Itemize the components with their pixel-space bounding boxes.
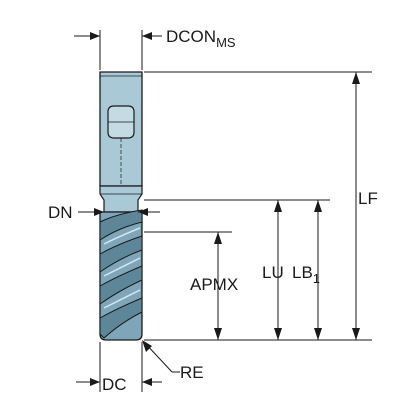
dn-dimension	[78, 208, 160, 216]
dcon-dimension	[74, 30, 162, 70]
re-leader	[142, 340, 180, 373]
label-lb1: LB1	[292, 263, 320, 286]
dc-dimension	[76, 342, 162, 392]
lf-dimension	[144, 71, 372, 341]
label-dcon: DCONMS	[166, 27, 236, 50]
label-lf: LF	[358, 189, 378, 208]
apmx-dimension	[144, 231, 232, 340]
label-apmx: APMX	[190, 275, 238, 294]
helical-flute-pattern	[99, 209, 143, 339]
tool-neck	[99, 185, 143, 213]
lu-lb-dimensions	[144, 199, 330, 340]
label-dc: DC	[102, 375, 127, 394]
flute-highlights	[103, 227, 141, 309]
label-re: RE	[180, 363, 204, 382]
label-dn: DN	[48, 203, 73, 222]
label-lu: LU	[262, 263, 284, 282]
end-mill-tool	[99, 71, 143, 341]
